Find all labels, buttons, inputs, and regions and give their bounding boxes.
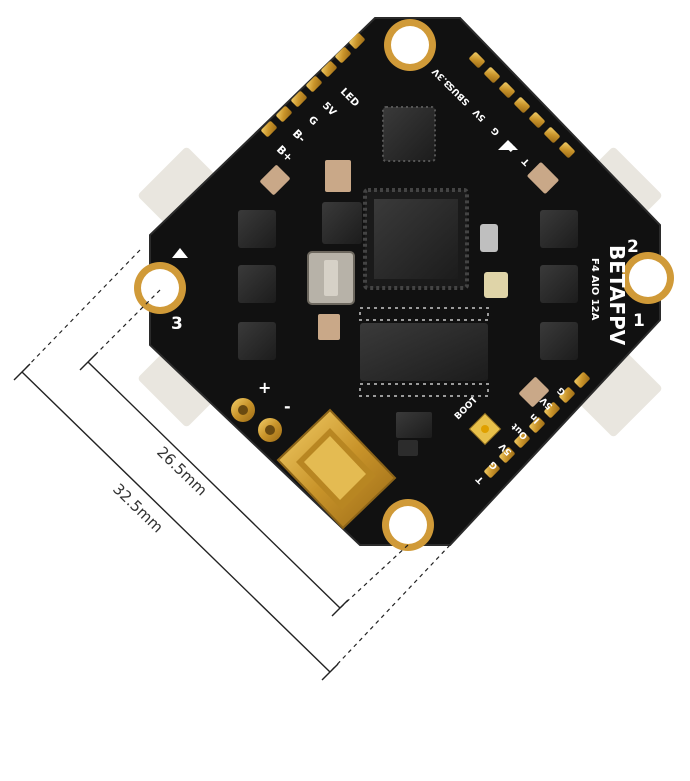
usb-port [276, 408, 397, 530]
dimension-label-outer: 32.5mm [109, 480, 167, 536]
motor-label-3: 3 [171, 314, 183, 334]
brand-logo: BETAFPV [605, 245, 629, 346]
regulator-chip [322, 202, 362, 244]
esc-mosfets-left [238, 210, 276, 360]
motor-label-2: 2 [627, 237, 639, 257]
motor-4-arrow-icon [172, 248, 188, 258]
mounting-hole-left [134, 262, 186, 314]
power-pad-minus-label: - [284, 397, 291, 416]
mounting-hole-bottom [382, 499, 434, 551]
mounting-hole-right [622, 252, 674, 304]
esc-driver-chip [359, 307, 489, 397]
capacitors [260, 160, 559, 456]
up-arrow-icon [498, 140, 518, 150]
motor-label-1: 1 [633, 311, 645, 331]
power-pad-plus-label: + [258, 378, 271, 397]
motor-connector-top-left [138, 147, 228, 237]
mcu-chip [363, 188, 469, 290]
gyro-chip [382, 106, 436, 162]
model-label: F4 AIO 12A [589, 258, 600, 321]
motor-connector-bottom-left [138, 337, 228, 427]
right-pad-row [469, 52, 575, 158]
dimension-lines [13, 249, 451, 681]
esc-mosfets-right [540, 210, 578, 360]
motor-connector-bottom-right [572, 347, 662, 437]
dimension-label-inner: 26.5mm [153, 443, 211, 499]
left-pad-row [261, 33, 365, 137]
mounting-hole-top [384, 19, 436, 71]
power-pads [231, 398, 282, 442]
bottom-pad-row [484, 372, 590, 478]
